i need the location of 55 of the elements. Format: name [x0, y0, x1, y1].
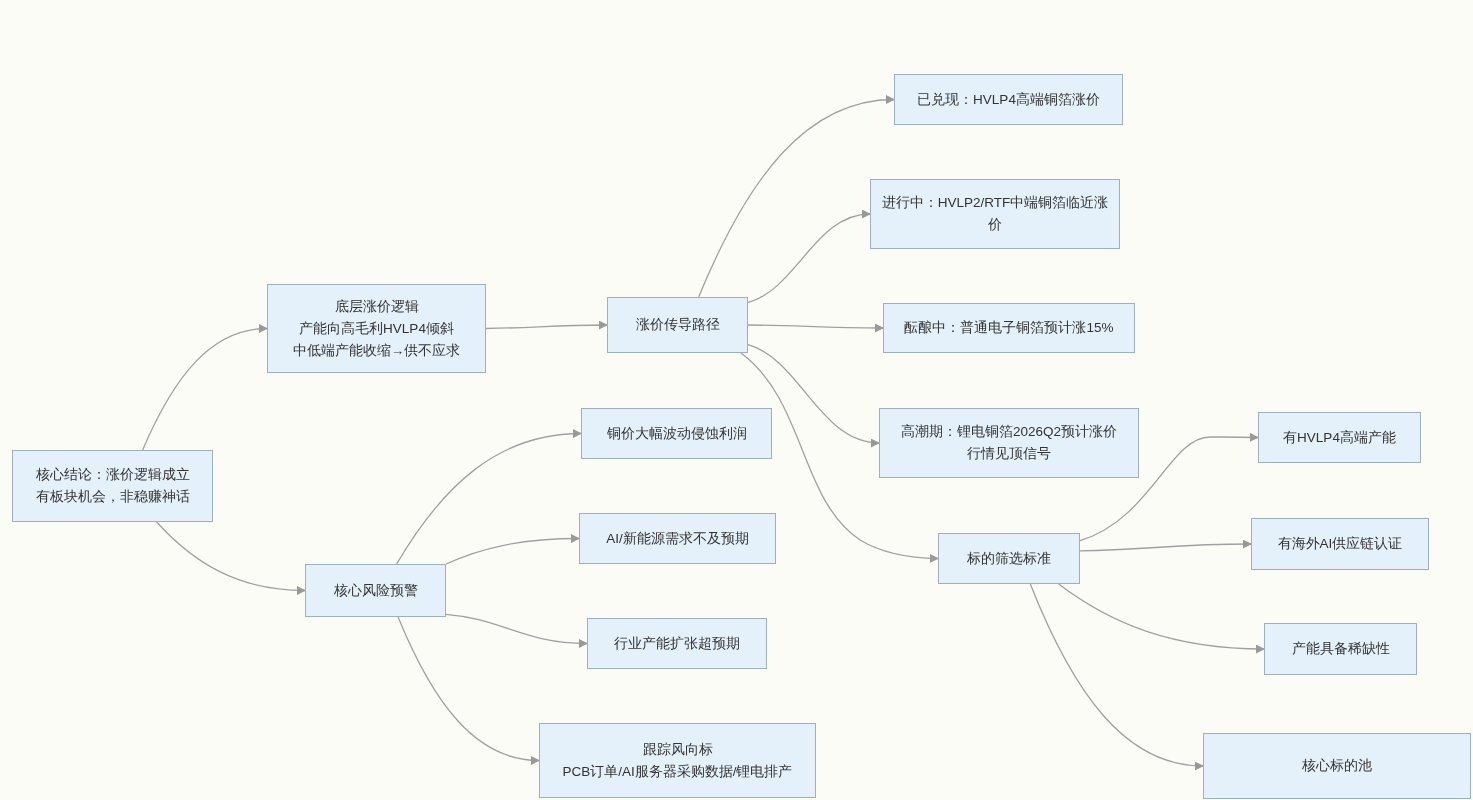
arrow: [747, 323, 884, 333]
box-text: 行情见顶信号: [967, 445, 1051, 463]
process-box: [579, 513, 776, 564]
process-box: [883, 303, 1135, 353]
process-box: [607, 297, 748, 353]
box-text: AI/新能源需求不及预期: [606, 529, 749, 548]
process-box: [879, 408, 1139, 478]
box-text: 有海外AI供应链认证: [1277, 535, 1403, 553]
process-box: [305, 564, 446, 617]
arrow: [397, 616, 540, 765]
arrow: [1029, 583, 1204, 770]
process-box: [581, 408, 772, 459]
process-box: [1203, 733, 1471, 799]
box-text: 铜价大幅波动侵蚀利润: [606, 424, 747, 443]
arrow: [747, 210, 871, 304]
box-text: 已兑现：HVLP4高端铜箔涨价: [917, 90, 1100, 109]
process-box: [870, 179, 1120, 249]
arrow: [1079, 539, 1252, 552]
box-text: 核心结论：涨价逻辑成立: [35, 466, 190, 484]
box-text: 跟踪风向标: [642, 740, 713, 759]
box-text: 产能向高毛利HVLP4倾斜: [299, 319, 454, 338]
box-text: 行业产能扩张超预期: [614, 634, 740, 653]
box-text: 进行中：HVLP2/RTF中端铜箔临近涨价: [881, 194, 1109, 234]
arrow: [698, 95, 895, 298]
process-box: [539, 723, 816, 798]
process-box: [1251, 518, 1429, 570]
arrow: [142, 324, 268, 451]
arrow: [485, 320, 608, 330]
box-text: 有HVLP4高端产能: [1283, 428, 1396, 447]
arrow: [747, 343, 880, 447]
process-box: [587, 618, 767, 669]
arrow: [396, 429, 582, 565]
box-text: 底层涨价逻辑: [334, 297, 419, 316]
box-text: 有板块机会，非稳赚神话: [35, 488, 190, 506]
process-box: [12, 450, 213, 522]
arrow: [1079, 432, 1259, 542]
process-box: [938, 533, 1080, 584]
arrow: [445, 534, 580, 565]
arrow: [156, 521, 306, 595]
process-box: [894, 74, 1123, 125]
arrow: [445, 613, 588, 648]
arrow: [1058, 583, 1265, 654]
arrow: [740, 352, 939, 563]
process-box: [1258, 412, 1421, 463]
box-text: 标的筛选标准: [967, 549, 1051, 568]
box-text: 产能具备稀缺性: [1291, 640, 1390, 658]
box-text: 中低端产能收缩→供不应求: [292, 341, 461, 360]
process-box: [267, 284, 486, 373]
box-text: PCB订单/AI服务器采购数据/锂电排产: [562, 762, 793, 781]
process-box: [1264, 623, 1417, 675]
box-text: 酝酿中：普通电子铜箔预计涨15%: [904, 319, 1114, 337]
box-text: 核心标的池: [1302, 757, 1372, 775]
box-text: 核心风险预警: [333, 581, 418, 600]
box-text: 高潮期：锂电铜箔2026Q2预计涨价: [900, 423, 1117, 441]
box-text: 涨价传导路径: [635, 316, 720, 334]
